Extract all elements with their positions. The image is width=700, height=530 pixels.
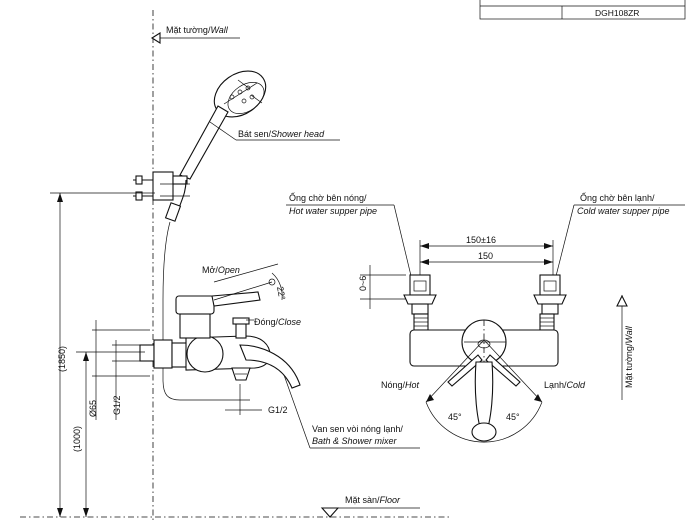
mixer-label: Van sen vòi nóng lạnh/ [312,424,403,434]
dim-1000: (1000) [72,426,82,452]
close-label: Đóng/Close [254,317,301,327]
cold-pipe-label: Ống chờ bên lạnh/ [580,192,655,203]
handle-hot [447,354,483,387]
mixer-body [139,278,301,389]
shower-head-label: Bát sen/Shower head [238,129,325,139]
hose-connector [164,202,182,222]
angle-right: 45° [506,412,520,422]
open-label: Mở/Open [202,265,240,275]
cold-inlet [533,274,567,331]
mixer-label-en: Bath & Shower mixer [312,436,398,446]
wall-bracket [133,171,190,201]
dim-150-16: 150±16 [466,235,496,245]
dim-150: 150 [478,251,493,261]
front-view: Ống chờ bên nóng/ Hot water supper pipe … [286,192,685,443]
dim-0-6: 0~6 [358,276,368,291]
model-code: DGH108ZR [595,8,639,18]
hot-pipe-label: Ống chờ bên nóng/ [289,192,367,203]
cold-pipe-label-en: Cold water supper pipe [577,206,670,216]
dim-thread: G1/2 [112,395,122,415]
handle-cold [485,354,521,387]
floor-label: Mặt sàn/Floor [345,495,401,505]
dim-1850: (1850) [57,346,67,372]
shower-head [179,70,267,180]
outlet-thread-label: G1/2 [268,405,288,415]
cold-label: Lạnh/Cold [544,380,586,390]
side-view: Mặt tường/Wall Bát sen/Shower head [20,10,450,520]
hot-inlet [403,274,437,331]
model-box: DGH108ZR [479,0,686,20]
front-wall-label: Mặt tường/Wall [624,325,634,388]
angle-label: 22° [275,286,287,302]
wall-label: Mặt tường/Wall [166,25,229,35]
hot-pipe-label-en: Hot water supper pipe [289,206,377,216]
angle-left: 45° [448,412,462,422]
hot-label: Nóng/Hot [381,380,420,390]
spout [239,344,301,389]
dim-diameter: Ø65 [88,400,98,417]
